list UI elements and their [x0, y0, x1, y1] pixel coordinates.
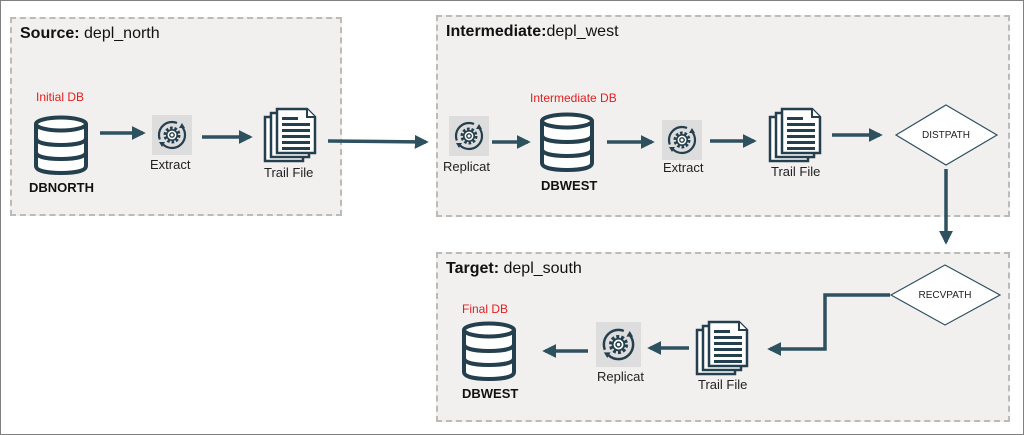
target-trail-label: Trail File — [698, 377, 748, 392]
intermediate-trail-file-icon — [768, 107, 822, 163]
intermediate-replicat-label: Replicat — [443, 159, 490, 174]
target-zone-title: Target: depl_south — [446, 260, 582, 277]
target-trail-file-icon — [695, 320, 749, 376]
source-extract-gear-icon — [152, 115, 192, 155]
intermediate-trail-label: Trail File — [771, 164, 821, 179]
target-db-name: DBWEST — [462, 386, 519, 401]
recvpath-label: RECVPATH — [919, 290, 972, 301]
intermediate-db-name: DBWEST — [541, 178, 598, 193]
intermediate-zone: Intermediate:depl_west — [436, 15, 1010, 217]
source-db-name: DBNORTH — [29, 180, 94, 195]
intermediate-extract-gear-icon — [662, 120, 702, 160]
intermediate-replicat-gear-icon — [449, 116, 489, 156]
intermediate-zone-title: Intermediate:depl_west — [446, 23, 619, 40]
intermediate-extract-label: Extract — [663, 160, 704, 175]
target-replicat-gear-icon — [596, 322, 641, 367]
target-replicat-label: Replicat — [597, 369, 644, 384]
target-database-icon — [462, 321, 516, 381]
target-db-tag: Final DB — [462, 302, 509, 316]
source-database-icon — [34, 115, 88, 175]
source-zone-title: Source: depl_north — [20, 25, 160, 42]
source-extract-label: Extract — [150, 157, 191, 172]
arrow-recvpath-to-trail — [767, 293, 890, 356]
source-db-tag: Initial DB — [36, 90, 85, 104]
distpath-label: DISTPATH — [922, 130, 970, 141]
arrow-source-to-intermediate — [327, 134, 429, 149]
intermediate-database-icon — [542, 115, 592, 171]
intermediate-db-tag: Intermediate DB — [530, 91, 617, 105]
recvpath-diamond — [889, 264, 1002, 326]
distpath-diamond — [894, 104, 999, 166]
source-trail-file-icon — [263, 107, 317, 163]
source-trail-label: Trail File — [264, 165, 314, 180]
